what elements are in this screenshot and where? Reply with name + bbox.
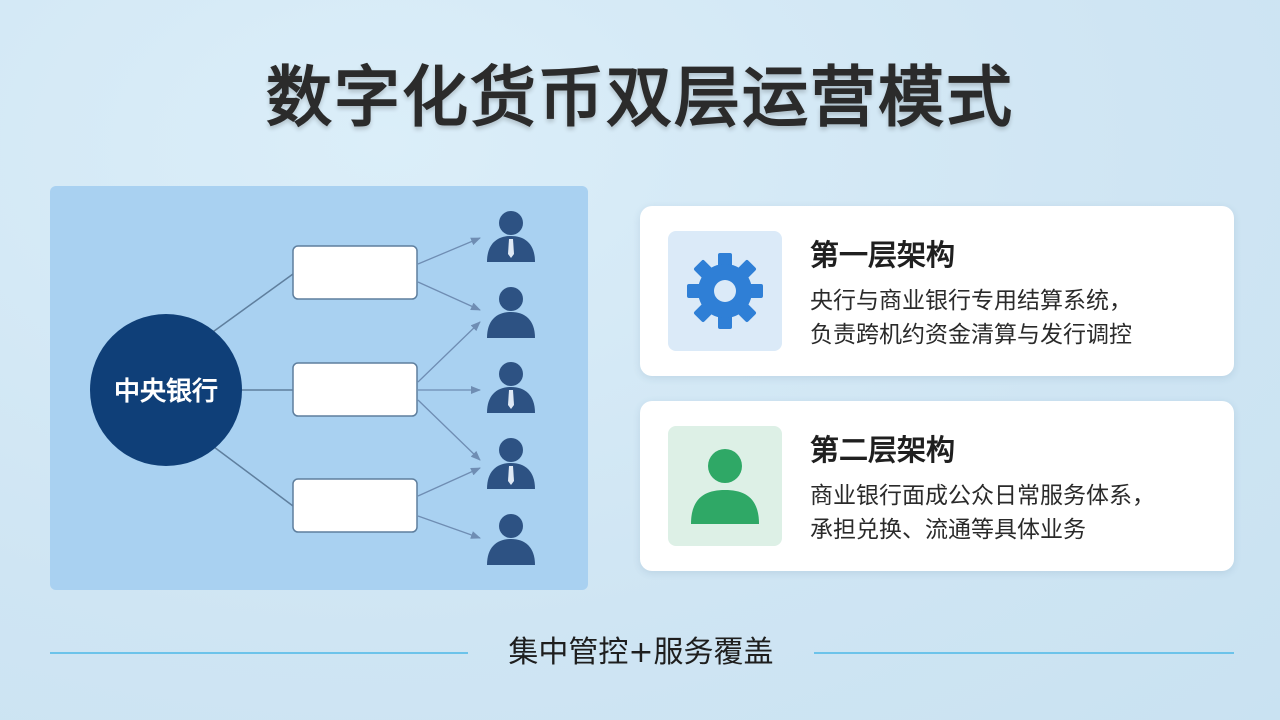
person-icon <box>691 449 759 524</box>
commercial-bank-box-1 <box>292 245 418 300</box>
commercial-bank-box-3 <box>292 478 418 533</box>
diagram-panel: 中央银行 <box>50 186 588 590</box>
page-title: 数字化货币双层运营模式 <box>266 59 1014 136</box>
user-icon <box>487 362 535 413</box>
user-icon <box>487 514 535 565</box>
tier-one-card: 第一层架构 央行与商业银行专用结算系统， 负责跨机约资金清算与发行调控 <box>640 206 1234 376</box>
connector-bank-3 <box>209 443 294 507</box>
tier-two-card: 第二层架构 商业银行面成公众日常服务体系， 承担兑换、流通等具体业务 <box>640 401 1234 571</box>
tier-two-icon-box <box>668 426 782 546</box>
user-icon <box>487 438 535 489</box>
two-tier-diagram: 中央银行 <box>90 211 535 565</box>
footer-divider-right <box>814 652 1234 654</box>
arrow-3-2 <box>417 515 481 539</box>
gear-icon <box>687 253 763 329</box>
arrow-1-1 <box>417 237 481 265</box>
tier-one-icon-box <box>668 231 782 351</box>
user-icon <box>487 211 535 262</box>
arrow-3-1 <box>417 467 481 497</box>
commercial-bank-box-2 <box>292 362 418 417</box>
tier-two-heading: 第二层架构 <box>810 433 956 467</box>
connector-bank-1 <box>209 273 294 335</box>
footer-divider-left <box>50 652 468 654</box>
arrow-2-3 <box>417 399 481 461</box>
user-arrows <box>417 237 481 539</box>
users-group <box>487 211 535 565</box>
arrow-1-2 <box>417 281 481 311</box>
central-bank-node <box>90 314 242 466</box>
tier-one-description-line-2: 负责跨机约资金清算与发行调控 <box>810 322 1132 348</box>
tier-one-heading: 第一层架构 <box>810 238 956 272</box>
user-icon <box>487 287 535 338</box>
footer-tagline: 集中管控+服务覆盖 <box>508 635 774 670</box>
arrow-2-1 <box>417 321 481 383</box>
tier-two-description-line-1: 商业银行面成公众日常服务体系， <box>810 483 1155 509</box>
tier-one-description-line-1: 央行与商业银行专用结算系统， <box>810 288 1132 314</box>
central-bank-label: 中央银行 <box>114 376 218 407</box>
tier-two-description-line-2: 承担兑换、流通等具体业务 <box>810 517 1086 543</box>
